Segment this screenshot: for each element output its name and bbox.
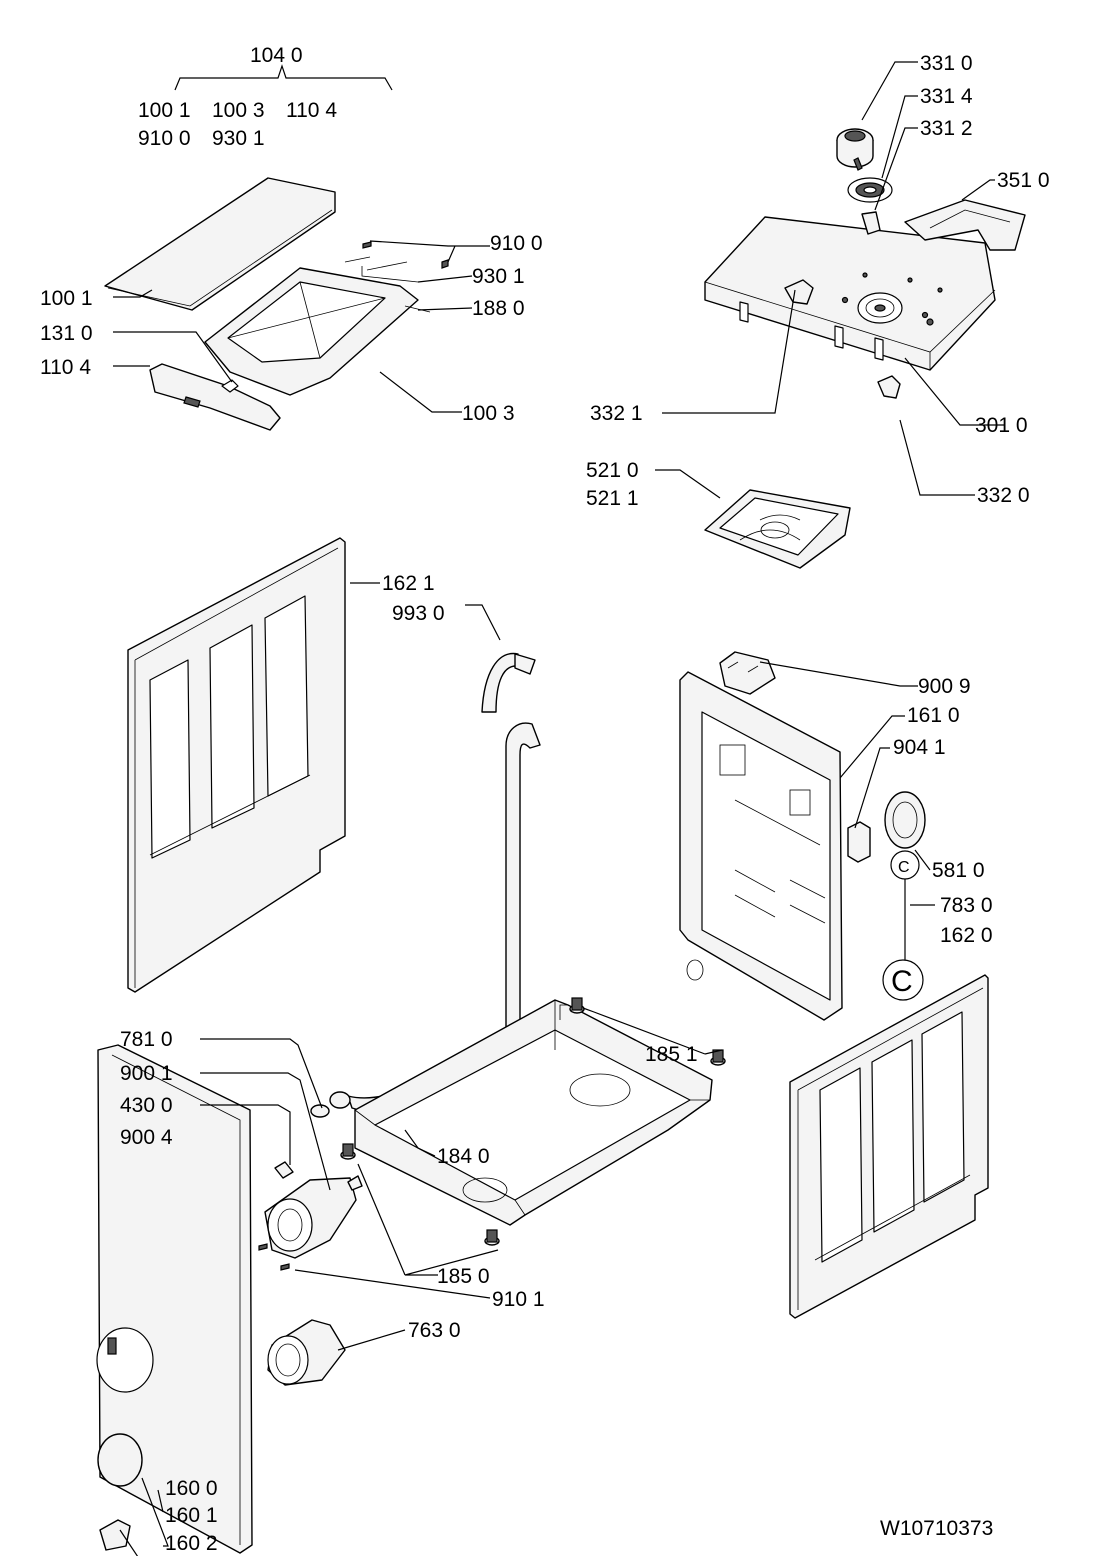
- label-332-1: 332 1: [590, 402, 643, 425]
- rear-panel-group: [679, 651, 935, 1021]
- left-side-panel-group: [127, 537, 380, 993]
- label-581-0: 581 0: [932, 859, 985, 882]
- label-900-9: 900 9: [918, 675, 971, 698]
- label-904-1: 904 1: [893, 736, 946, 759]
- label-900-4: 900 4: [120, 1126, 173, 1149]
- label-763-0: 763 0: [408, 1319, 461, 1342]
- label-110-4: 110 4: [40, 356, 91, 379]
- label-351-0: 351 0: [997, 169, 1050, 192]
- label-100-3: 100 3: [462, 402, 515, 425]
- clip-c-large: [882, 959, 924, 1001]
- label-930-1-group: 930 1: [212, 127, 265, 150]
- hose-clamp-part: [310, 1104, 330, 1118]
- feet-185-1: [569, 997, 726, 1066]
- front-trim-part: [149, 363, 281, 431]
- label-100-3-group: 100 3: [212, 99, 265, 122]
- label-783-0: 783 0: [940, 894, 993, 917]
- label-910-1: 910 1: [492, 1288, 545, 1311]
- label-188-0: 188 0: [472, 297, 525, 320]
- label-521-0: 521 0: [586, 459, 639, 482]
- label-131-0: 131 0: [40, 322, 93, 345]
- label-100-1-group: 100 1: [138, 99, 191, 122]
- bracket-904-part: [847, 821, 871, 863]
- hose-elbow-part: [481, 652, 519, 713]
- label-993-0: 993 0: [392, 602, 445, 625]
- top-lid-group: [104, 64, 490, 431]
- label-160-1: 160 1: [165, 1504, 218, 1527]
- label-930-1: 930 1: [472, 265, 525, 288]
- label-331-0: 331 0: [920, 52, 973, 75]
- label-162-0: 162 0: [940, 924, 993, 947]
- front-panel-group: [96, 1038, 491, 1556]
- label-160-0: 160 0: [165, 1477, 218, 1500]
- label-331-4: 331 4: [920, 85, 973, 108]
- label-100-1: 100 1: [40, 287, 93, 310]
- label-104-0: 104 0: [250, 44, 303, 67]
- control-panel-group: [662, 61, 1026, 496]
- label-781-0: 781 0: [120, 1028, 173, 1051]
- label-162-1: 162 1: [382, 572, 435, 595]
- label-160-2: 160 2: [165, 1532, 218, 1555]
- label-900-1: 900 1: [120, 1062, 173, 1085]
- drawing-number: W10710373: [880, 1517, 993, 1540]
- rear-bracket-part: [719, 651, 776, 695]
- label-910-0-group: 910 0: [138, 127, 191, 150]
- label-185-0: 185 0: [437, 1265, 490, 1288]
- label-521-1: 521 1: [586, 487, 639, 510]
- feet-185-0: [340, 1143, 500, 1246]
- label-332-0: 332 0: [977, 484, 1030, 507]
- pcb-bracket-part: [904, 199, 1026, 251]
- label-430-0: 430 0: [120, 1094, 173, 1117]
- control-tray-group: [655, 469, 851, 569]
- part-labels: 104 0 100 1 100 3 110 4 910 0 930 1 910 …: [40, 44, 1050, 1555]
- clip-c-large-letter: C: [891, 965, 913, 998]
- label-110-4-group: 110 4: [286, 99, 337, 122]
- label-331-2: 331 2: [920, 117, 973, 140]
- service-door-part: [97, 1433, 143, 1487]
- console-panel-part: [704, 216, 996, 371]
- base-frame-group: [340, 997, 726, 1276]
- clip-c-small-letter: C: [898, 859, 910, 876]
- label-184-0: 184 0: [437, 1145, 490, 1168]
- label-185-1: 185 1: [645, 1043, 698, 1066]
- clip-c-small: [890, 850, 920, 880]
- right-side-panel-group: [789, 974, 989, 1319]
- pressure-switch-part: [884, 791, 926, 849]
- lid-panel-part: [104, 177, 336, 311]
- label-910-0: 910 0: [490, 232, 543, 255]
- label-161-0: 161 0: [907, 704, 960, 727]
- front-panel-part: [97, 1044, 253, 1554]
- label-301-0: 301 0: [975, 414, 1028, 437]
